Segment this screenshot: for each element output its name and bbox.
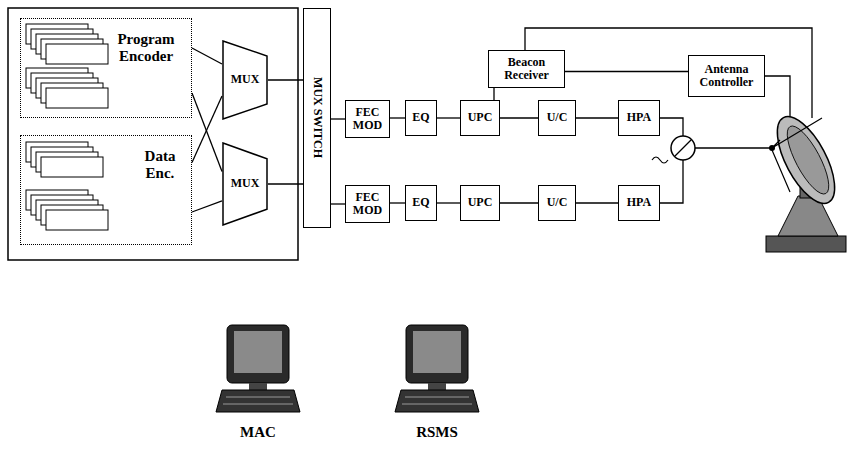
connector-line (192, 96, 222, 163)
computer-icon (395, 325, 479, 412)
connector-line (390, 202, 405, 203)
rf-wire (660, 118, 683, 136)
combiner-symbol (671, 136, 695, 160)
connector-line (500, 202, 538, 203)
node-label: FEC MOD (349, 106, 386, 132)
computer-label: MAC (208, 424, 308, 441)
connector-line (576, 117, 618, 118)
connector-line (576, 202, 618, 203)
multiplexer: MUX (222, 142, 268, 226)
connector-line (390, 117, 405, 118)
connector-line (500, 117, 538, 118)
encoder-card (41, 157, 103, 177)
process-box: HPA (618, 100, 660, 136)
connector-line (437, 117, 460, 118)
process-box: Antenna Controller (688, 55, 765, 97)
process-box: UPC (460, 100, 500, 136)
encoder-cards (26, 24, 108, 230)
connector-line (565, 71, 688, 72)
node-label: Beacon Receiver (492, 56, 561, 82)
connector-line (493, 88, 494, 100)
connector-line (268, 79, 303, 80)
connector-line (437, 202, 460, 203)
encoder-rack (8, 8, 298, 260)
node-label: HPA (627, 196, 651, 209)
signal-symbol (652, 157, 668, 163)
antenna-dish (766, 108, 846, 252)
encoder-card (46, 44, 108, 64)
connector-line (192, 48, 222, 64)
node-label: Antenna Controller (692, 63, 761, 89)
connector-line (192, 93, 222, 171)
computer-label: RSMS (387, 424, 487, 441)
node-label: Program Encoder (107, 31, 185, 64)
combiner-symbol (675, 140, 691, 156)
process-box: HPA (618, 185, 660, 221)
process-box: FEC MOD (345, 100, 390, 138)
node-label: FEC MOD (349, 191, 386, 217)
rf-wire (695, 147, 772, 148)
connector-line (268, 183, 303, 184)
connector-line (331, 203, 345, 204)
node-label: EQ (412, 196, 429, 209)
process-box: UPC (460, 185, 500, 221)
encoder-group: Data Enc. (20, 135, 192, 245)
node-label: UPC (468, 196, 493, 209)
process-box: FEC MOD (345, 185, 390, 223)
computer-icon (216, 325, 300, 412)
process-box: U/C (538, 100, 576, 136)
process-box: U/C (538, 185, 576, 221)
process-box: EQ (405, 100, 437, 136)
connector-line (192, 201, 222, 212)
multiplexer: MUX (222, 40, 268, 120)
node-label: MUX (231, 73, 260, 86)
process-box: EQ (405, 185, 437, 221)
switch-box: MUX SWITCH (303, 8, 331, 228)
node-label: EQ (412, 111, 429, 124)
node-label: MUX (231, 177, 260, 190)
process-box: Beacon Receiver (488, 50, 565, 88)
encoder-card (46, 210, 108, 230)
node-label: UPC (468, 111, 493, 124)
node-label: Data Enc. (135, 148, 185, 181)
encoder-card (46, 88, 108, 108)
node-label: MUX SWITCH (310, 77, 323, 158)
node-label: U/C (547, 196, 568, 209)
node-label: U/C (547, 111, 568, 124)
node-label: HPA (627, 111, 651, 124)
connector-line (331, 118, 345, 119)
rf-wire (660, 160, 683, 203)
encoder-group: Program Encoder (20, 18, 192, 118)
